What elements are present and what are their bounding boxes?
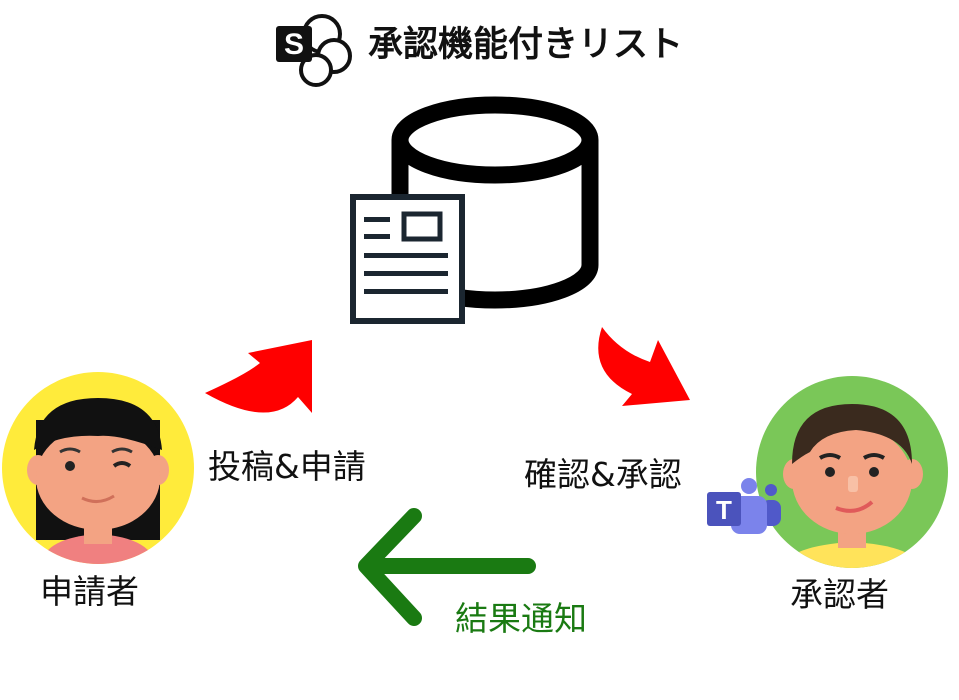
man-avatar-icon bbox=[756, 376, 948, 568]
sharepoint-logo-icon: S bbox=[276, 14, 352, 87]
confirm-approve-label: 確認&承認 bbox=[524, 455, 682, 494]
post-apply-label: 投稿&申請 bbox=[208, 447, 366, 486]
sharepoint-letter: S bbox=[284, 28, 304, 61]
approver-label: 承認者 bbox=[790, 575, 889, 614]
teams-logo-icon: T bbox=[707, 478, 781, 534]
list-document-icon bbox=[350, 194, 465, 324]
result-notify-label: 結果通知 bbox=[455, 599, 587, 638]
post-arrow-icon bbox=[205, 340, 312, 413]
approve-arrow-icon bbox=[598, 327, 690, 406]
applicant-label: 申請者 bbox=[40, 572, 139, 611]
teams-letter: T bbox=[716, 495, 732, 525]
notify-arrow-icon bbox=[358, 508, 536, 626]
diagram-title: 承認機能付きリスト bbox=[368, 25, 684, 65]
woman-avatar-icon bbox=[2, 372, 194, 564]
